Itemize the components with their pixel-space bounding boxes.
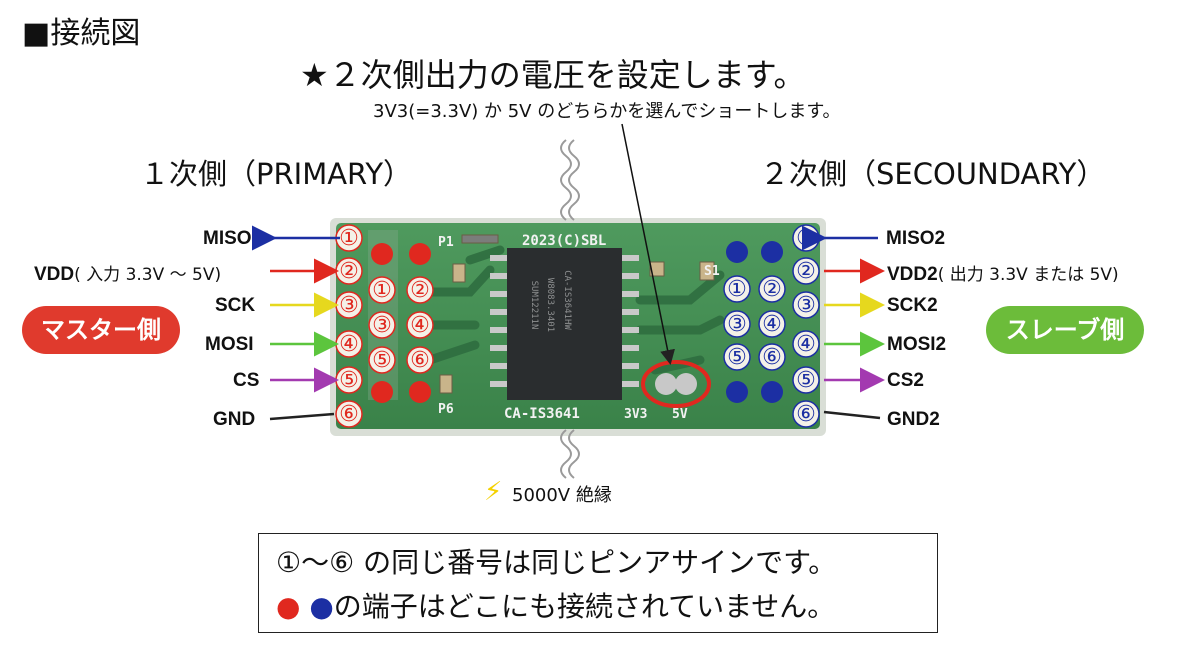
voltage-note-title: ★２次側出力の電圧を設定します。 bbox=[300, 56, 806, 94]
label-vdd2: VDD2( 出力 3.3V または 5V) bbox=[887, 264, 1119, 285]
chip-marking-3: SUM12211N bbox=[529, 281, 539, 330]
secondary-edge-pin-4: ④ bbox=[792, 330, 820, 358]
primary-grid-pin-1: ① bbox=[368, 276, 396, 304]
primary-grid-pin-4: ④ bbox=[406, 311, 434, 339]
jumper-highlight-circle bbox=[641, 360, 711, 408]
label-gnd: GND bbox=[213, 409, 256, 430]
secondary-grid-pin-5: ⑤ bbox=[723, 343, 751, 371]
label-vdd: VDD( 入力 3.3V 〜 5V) bbox=[34, 264, 222, 285]
primary-edge-pin-3: ③ bbox=[335, 291, 363, 319]
svg-text:②: ② bbox=[796, 259, 816, 284]
secondary-edge-pin-6: ⑥ bbox=[792, 400, 820, 428]
silk-3v3: 3V3 bbox=[624, 407, 647, 422]
svg-text:⑤: ⑤ bbox=[727, 345, 747, 370]
svg-text:③: ③ bbox=[372, 313, 392, 338]
svg-text:④: ④ bbox=[762, 312, 782, 337]
red-dot-icon: ● bbox=[276, 590, 301, 623]
svg-text:④: ④ bbox=[410, 313, 430, 338]
page-title: ■接続図 bbox=[22, 16, 141, 51]
secondary-grid-pin-6: ⑥ bbox=[758, 343, 786, 371]
note-pointer-arrow bbox=[621, 123, 675, 365]
svg-text:⑤: ⑤ bbox=[339, 368, 359, 393]
svg-text:②: ② bbox=[410, 278, 430, 303]
pcb-traces bbox=[425, 245, 725, 375]
svg-text:①: ① bbox=[796, 226, 816, 251]
voltage-note-subtitle: 3V3(=3.3V) か 5V のどちらかを選んでショートします。 bbox=[373, 101, 841, 122]
svg-text:⑥: ⑥ bbox=[762, 345, 782, 370]
silk-5v: 5V bbox=[672, 407, 688, 422]
svg-text:⑤: ⑤ bbox=[796, 368, 816, 393]
silk-p1: P1 bbox=[438, 235, 454, 250]
svg-text:②: ② bbox=[339, 259, 359, 284]
legend-line-unconnected: ● ●の端子はどこにも接続されていません。 bbox=[276, 585, 835, 625]
line-gnd2 bbox=[823, 410, 881, 420]
svg-text:④: ④ bbox=[796, 332, 816, 357]
secondary-grid-pin-4: ④ bbox=[758, 310, 786, 338]
isolation-barrier-line bbox=[560, 139, 580, 479]
primary-edge-pin-1: ① bbox=[335, 224, 363, 252]
chip-marking-1: CA-IS3641HW bbox=[562, 270, 572, 330]
blue-dot-icon: ● bbox=[309, 590, 334, 623]
svg-text:⑥: ⑥ bbox=[339, 402, 359, 427]
secondary-grid-pin-1: ① bbox=[723, 275, 751, 303]
label-cs: CS bbox=[233, 370, 260, 391]
secondary-pads bbox=[726, 241, 783, 403]
label-sck2: SCK2 bbox=[887, 295, 938, 316]
isolation-rating: 5000V 絶縁 bbox=[512, 485, 612, 506]
primary-heading: １次側（PRIMARY） bbox=[140, 157, 413, 191]
secondary-edge-pin-1: ① bbox=[792, 224, 820, 252]
legend-box bbox=[258, 533, 938, 633]
svg-text:③: ③ bbox=[796, 293, 816, 318]
smd-components bbox=[439, 234, 715, 394]
svg-text:⑤: ⑤ bbox=[372, 348, 392, 373]
silk-s1: S1 bbox=[704, 264, 720, 279]
secondary-edge-pin-3: ③ bbox=[792, 291, 820, 319]
secondary-grid-pin-2: ② bbox=[758, 275, 786, 303]
svg-text:①: ① bbox=[339, 226, 359, 251]
svg-text:①: ① bbox=[727, 277, 747, 302]
slave-side-badge: スレーブ側 bbox=[986, 306, 1144, 354]
label-mosi: MOSI bbox=[205, 334, 254, 355]
legend-line-pin-assignment: ①〜⑥ の同じ番号は同じピンアサインです。 bbox=[276, 546, 837, 579]
svg-text:②: ② bbox=[762, 277, 782, 302]
line-gnd bbox=[269, 412, 335, 421]
chip-marking-2: W8083.3401 bbox=[545, 278, 555, 332]
secondary-edge-pin-2: ② bbox=[792, 257, 820, 285]
silk-copyright: 2023(C)SBL bbox=[522, 233, 606, 249]
voltage-solder-jumper bbox=[641, 360, 711, 408]
master-side-badge: マスター側 bbox=[22, 306, 180, 354]
label-miso: MISO bbox=[203, 228, 252, 249]
primary-grid-pin-3: ③ bbox=[368, 311, 396, 339]
silk-p6: P6 bbox=[438, 402, 454, 417]
isolator-chip: CA-IS3641HW bbox=[490, 248, 639, 400]
svg-text:④: ④ bbox=[339, 332, 359, 357]
primary-grid-pin-5: ⑤ bbox=[368, 346, 396, 374]
lightning-icon: ⚡ bbox=[484, 477, 503, 507]
svg-text:⑥: ⑥ bbox=[796, 402, 816, 427]
silk-part-number: CA-IS3641 bbox=[504, 406, 580, 422]
label-gnd2: GND2 bbox=[887, 409, 940, 430]
svg-text:①: ① bbox=[372, 278, 392, 303]
svg-text:③: ③ bbox=[339, 293, 359, 318]
primary-grid-pin-6: ⑥ bbox=[406, 346, 434, 374]
label-miso2: MISO2 bbox=[886, 228, 946, 249]
secondary-grid-pin-3: ③ bbox=[723, 310, 751, 338]
svg-text:⑥: ⑥ bbox=[410, 348, 430, 373]
primary-edge-pin-2: ② bbox=[335, 257, 363, 285]
signal-arrows bbox=[252, 225, 885, 421]
primary-edge-pin-5: ⑤ bbox=[335, 366, 363, 394]
label-sck: SCK bbox=[215, 295, 256, 316]
secondary-edge-pin-5: ⑤ bbox=[792, 366, 820, 394]
legend-unconnected-text: の端子はどこにも接続されていません。 bbox=[333, 590, 836, 623]
primary-grid-pin-2: ② bbox=[406, 276, 434, 304]
secondary-heading: ２次側（SECOUNDARY） bbox=[760, 157, 1106, 191]
label-mosi2: MOSI2 bbox=[887, 334, 947, 355]
primary-edge-pin-6: ⑥ bbox=[335, 400, 363, 428]
primary-edge-pin-4: ④ bbox=[335, 330, 363, 358]
label-cs2: CS2 bbox=[887, 370, 924, 391]
svg-text:③: ③ bbox=[727, 312, 747, 337]
